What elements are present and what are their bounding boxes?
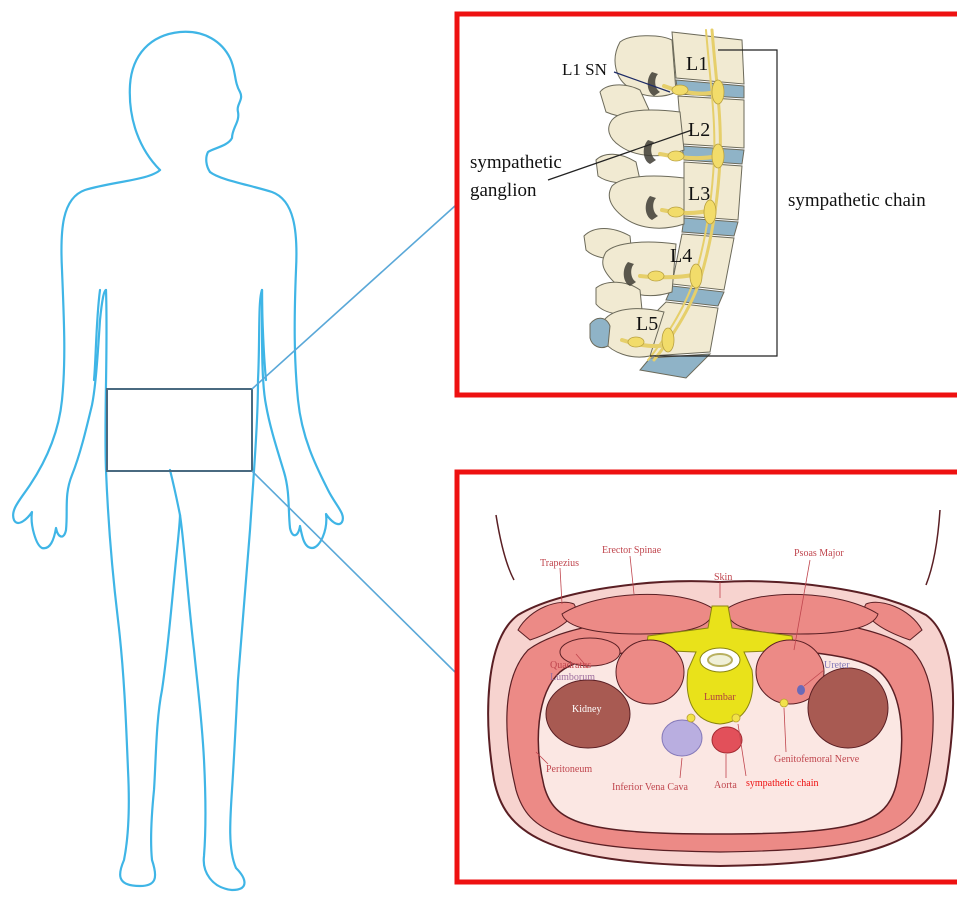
sympathetic-chain-right xyxy=(732,714,740,722)
left-side-outline xyxy=(13,170,160,548)
label-ureter: Ureter xyxy=(824,660,850,671)
right-leg-outline xyxy=(180,290,262,890)
head-outline xyxy=(130,32,241,172)
vertebra-label-l4: L4 xyxy=(670,245,692,267)
l1-sn-label: L1 SN xyxy=(562,60,607,79)
aorta xyxy=(712,727,742,753)
ganglion-label-line1: sympathetic xyxy=(470,152,562,173)
label-erector-spinae: Erector Spinae xyxy=(602,545,662,556)
label-psoas-major: Psoas Major xyxy=(794,548,844,559)
label-kidney: Kidney xyxy=(572,704,601,715)
zoom-line-lower xyxy=(252,471,456,673)
sympathetic-chain-left xyxy=(687,714,695,722)
label-peritoneum: Peritoneum xyxy=(546,764,592,775)
inferior-vena-cava xyxy=(662,720,702,756)
zoom-line-upper xyxy=(252,205,456,389)
vertebra-label-l3: L3 xyxy=(688,183,710,205)
right-side-outline xyxy=(210,172,343,548)
label-skin: Skin xyxy=(714,572,732,583)
label-genitofemoral-nerve: Genitofemoral Nerve xyxy=(774,754,860,765)
label-sympathetic-chain: sympathetic chain xyxy=(746,778,818,789)
human-body-outline xyxy=(13,32,343,890)
label-lumbar: Lumbar xyxy=(704,692,736,703)
label-trapezius: Trapezius xyxy=(540,558,579,569)
ureter xyxy=(797,685,805,695)
spinal-cord xyxy=(708,654,732,666)
left-leg-outline xyxy=(105,290,180,886)
zoom-region-box xyxy=(107,389,252,471)
sympathetic-chain-label: sympathetic chain xyxy=(788,190,926,211)
label-quadratus-line1: Quadratus xyxy=(550,660,591,671)
vertebra-label-l1: L1 xyxy=(686,53,708,75)
vertebra-label-l2: L2 xyxy=(688,119,710,141)
label-quadratus-line2: Lumborum xyxy=(550,672,595,683)
crotch-outline xyxy=(170,470,180,515)
ganglion-label-line2: ganglion xyxy=(470,180,537,201)
label-inferior-vena-cava: Inferior Vena Cava xyxy=(612,782,688,793)
kidney-right xyxy=(808,668,888,748)
psoas-major-left xyxy=(616,640,684,704)
vertebra-label-l5: L5 xyxy=(636,313,658,335)
label-aorta: Aorta xyxy=(714,780,737,791)
genitofemoral-nerve xyxy=(780,699,788,707)
